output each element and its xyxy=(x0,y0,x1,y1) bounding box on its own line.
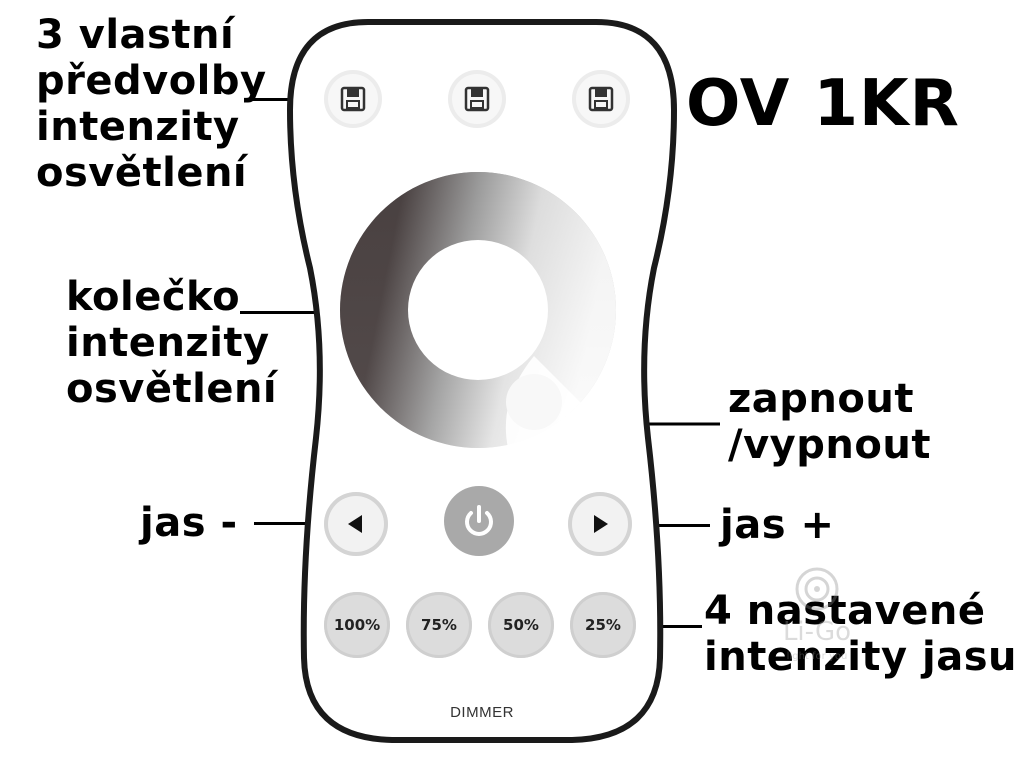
level-button-50[interactable]: 50% xyxy=(488,592,554,658)
brightness-up-label: jas + xyxy=(720,502,834,548)
watermark-name: Li-Go xyxy=(762,617,872,647)
remote-control: 100% 75% 50% 25% DIMMER xyxy=(282,18,682,744)
triangle-left-icon xyxy=(344,512,368,536)
triangle-right-icon xyxy=(588,512,612,536)
brightness-down-button[interactable] xyxy=(324,492,388,556)
level-button-75[interactable]: 75% xyxy=(406,592,472,658)
power-icon xyxy=(459,501,499,541)
preset-button-3[interactable] xyxy=(572,70,630,128)
floppy-disk-icon xyxy=(464,86,490,112)
watermark-subtitle: light for you xyxy=(762,651,872,662)
intensity-wheel[interactable] xyxy=(338,170,618,450)
floppy-disk-icon xyxy=(588,86,614,112)
preset-button-1[interactable] xyxy=(324,70,382,128)
watermark: Li-Go light for you xyxy=(762,565,872,675)
level-button-100[interactable]: 100% xyxy=(324,592,390,658)
preset-button-2[interactable] xyxy=(448,70,506,128)
brightness-down-label: jas - xyxy=(140,500,238,546)
floppy-disk-icon xyxy=(340,86,366,112)
brand-text: DIMMER xyxy=(282,704,682,721)
power-button[interactable] xyxy=(444,486,514,556)
watermark-logo-icon xyxy=(762,565,872,625)
brightness-up-button[interactable] xyxy=(568,492,632,556)
level-button-25[interactable]: 25% xyxy=(570,592,636,658)
